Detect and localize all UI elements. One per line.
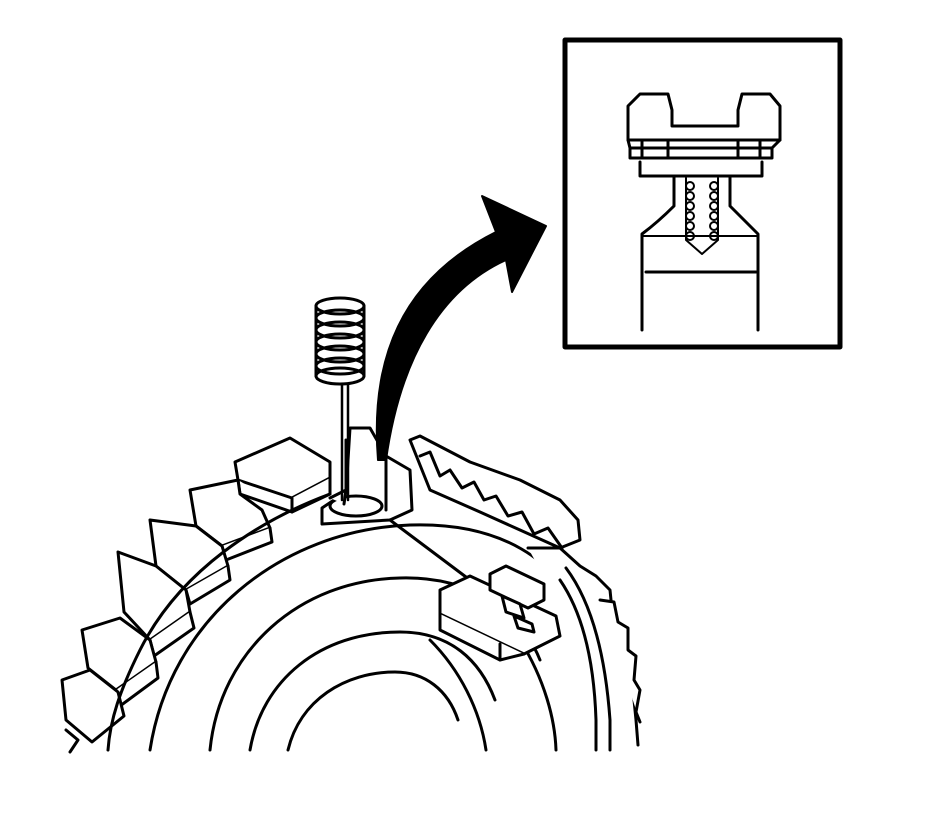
gear-teeth-right xyxy=(408,434,642,752)
strut-slot-bracket xyxy=(320,426,414,526)
detail-inset xyxy=(562,37,843,350)
detail-strut-ticks xyxy=(640,138,762,160)
curved-arrow-icon xyxy=(375,195,547,461)
spring-icon xyxy=(314,296,366,502)
detail-neck xyxy=(640,174,760,332)
hub-ring-3 xyxy=(248,630,497,752)
strut-key-icon xyxy=(438,564,562,662)
gear-teeth-left xyxy=(60,436,332,754)
hub-outer-rim xyxy=(106,492,332,752)
hub-assembly xyxy=(60,426,642,754)
detail-strut-head xyxy=(626,92,782,160)
detail-collar xyxy=(638,160,764,178)
hub-ring-5 xyxy=(428,638,488,752)
guide-line xyxy=(388,518,472,582)
hub-ring-4 xyxy=(286,670,460,752)
detail-spring-icon xyxy=(685,177,719,255)
detail-inset-frame xyxy=(562,37,843,350)
